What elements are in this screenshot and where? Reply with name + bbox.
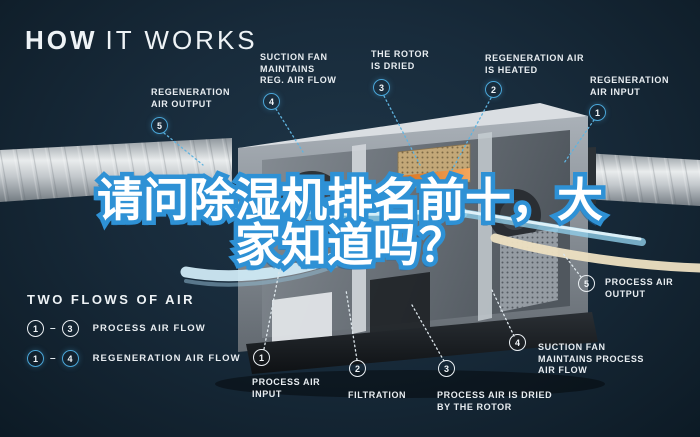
callout-process-air-input: PROCESS AIR INPUT 1 — [252, 349, 321, 400]
duct-right — [578, 147, 700, 206]
step-badge-regeneration-4: 4 — [263, 93, 280, 110]
step-badge-regeneration-3: 3 — [373, 79, 390, 96]
airflow-arrows — [142, 181, 700, 287]
step-badge-process-4: 4 — [509, 334, 526, 351]
step-badge-process-3: 3 — [438, 360, 455, 377]
headline-line-2: 家知道吗？ 家知道吗？ — [0, 218, 700, 273]
callout-process-air-dried: PROCESS AIR IS DRIED BY THE ROTOR 3 — [437, 360, 553, 413]
callout-label: REGENERATION AIR OUTPUT — [151, 87, 231, 109]
headline-outline: 家知道吗？ — [231, 218, 470, 273]
headline-text: 请问除湿机排名前十，大 — [97, 174, 603, 226]
callout-process-air-output: PROCESS AIR OUTPUT 5 — [578, 275, 674, 300]
callout-label: PROCESS AIR IS DRIED BY THE ROTOR — [437, 390, 553, 412]
callout-label: SUCTION FAN MAINTAINS PROCESS AIR FLOW — [538, 342, 645, 376]
title-word-bold: HOW — [25, 25, 98, 55]
callout-regeneration-air-input: REGENERATION AIR INPUT 1 — [589, 75, 670, 121]
range-dash: – — [50, 353, 56, 364]
regeneration-heater — [400, 168, 470, 188]
callout-regeneration-air-heated: REGENERATION AIR IS HEATED 2 — [485, 53, 585, 98]
callout-label: PROCESS AIR OUTPUT — [605, 277, 674, 299]
callout-filtration: FILTRATION 2 — [348, 360, 407, 402]
callout-label: REGENERATION AIR INPUT — [590, 75, 670, 97]
step-badge-process-1: 1 — [253, 349, 270, 366]
leader-lines — [163, 95, 595, 362]
machine-cavity — [262, 130, 570, 338]
step-badge-process-2: 2 — [349, 360, 366, 377]
legend-title: TWO FLOWS OF AIR — [27, 292, 196, 307]
legend-badge-from: 1 — [27, 350, 44, 367]
legend-badge-from: 1 — [27, 320, 44, 337]
step-badge-process-5: 5 — [578, 275, 595, 292]
step-badge-regeneration-2: 2 — [485, 81, 502, 98]
step-badge-regeneration-1: 1 — [589, 104, 606, 121]
headline-line-1: 请问除湿机排名前十，大 请问除湿机排名前十，大 — [0, 173, 700, 228]
step-badge-regeneration-5: 5 — [151, 117, 168, 134]
legend-row-regeneration: 1 – 4 REGENERATION AIR FLOW — [27, 350, 241, 367]
callout-label: SUCTION FAN MAINTAINS REG. AIR FLOW — [260, 52, 337, 86]
legend-two-flows: TWO FLOWS OF AIR 1 – 3 PROCESS AIR FLOW … — [27, 292, 241, 380]
legend-row-process: 1 – 3 PROCESS AIR FLOW — [27, 320, 241, 337]
duct-left — [0, 138, 232, 202]
dehumidifier-unit — [215, 103, 605, 398]
regeneration-airflow-arrow — [490, 233, 700, 273]
callout-rotor-is-dried: THE ROTOR IS DRIED 3 — [371, 49, 430, 96]
headline-overlay: 请问除湿机排名前十，大 请问除湿机排名前十，大 家知道吗？ 家知道吗？ — [0, 173, 700, 273]
process-airflow-arrow — [142, 181, 468, 223]
range-dash: – — [50, 323, 56, 334]
headline-text: 家知道吗？ — [235, 219, 465, 271]
legend-badge-to: 4 — [61, 350, 79, 367]
callout-regeneration-air-output: REGENERATION AIR OUTPUT 5 — [151, 87, 231, 134]
legend-label: PROCESS AIR FLOW — [92, 323, 206, 334]
callout-label: REGENERATION AIR IS HEATED — [485, 53, 585, 75]
title-word-light: IT WORKS — [105, 25, 258, 55]
callout-label: FILTRATION — [348, 390, 407, 400]
callout-suction-fan-process: SUCTION FAN MAINTAINS PROCESS AIR FLOW 4 — [509, 334, 645, 377]
headline-outline: 请问除湿机排名前十，大 — [93, 173, 608, 228]
callout-label: THE ROTOR IS DRIED — [371, 49, 430, 71]
legend-label: REGENERATION AIR FLOW — [92, 353, 241, 364]
legend-badge-to: 3 — [61, 320, 79, 337]
callout-suction-fan-reg: SUCTION FAN MAINTAINS REG. AIR FLOW 4 — [260, 52, 337, 110]
callout-label: PROCESS AIR INPUT — [252, 377, 321, 399]
